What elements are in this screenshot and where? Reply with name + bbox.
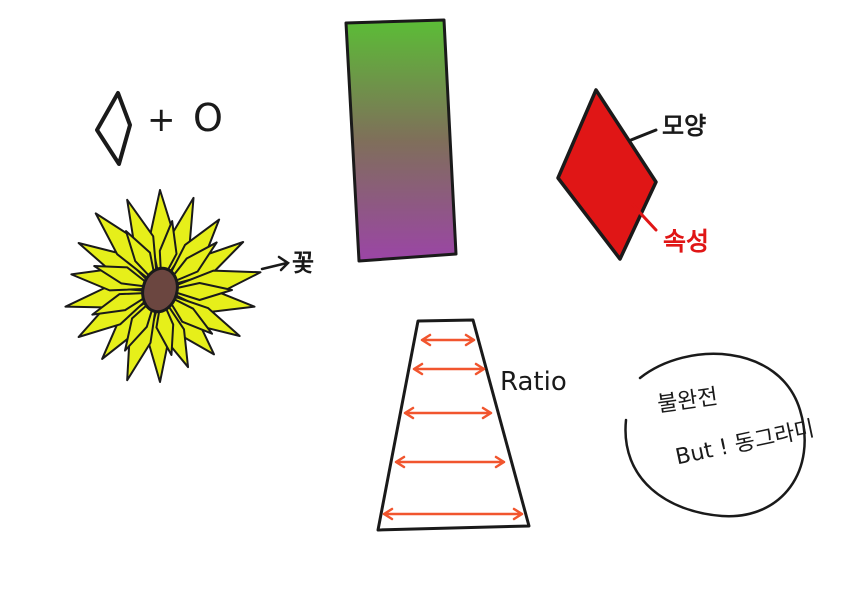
ratio-arrow [394,455,506,469]
flower-petal [167,282,233,301]
flower-center [141,266,179,314]
flower-petal [93,265,154,289]
gradient-rectangle [344,18,458,263]
flower-petal [158,220,178,284]
ratio-arrow [403,406,493,420]
circle-outline [624,352,806,518]
flower-label: 꽃 [292,249,315,277]
ratio-label: Ratio [500,367,567,397]
flower-petal [124,295,157,352]
ratio-arrow [420,333,476,347]
flower-petal [91,291,154,316]
plus-sign: + [147,100,176,140]
flower-petal [125,230,157,285]
ratio-arrows [382,333,524,521]
shape-pointer-line [629,128,658,142]
ratio-arrow [412,362,486,376]
flower-petal [165,294,214,335]
attribute-pointer-line [628,200,658,232]
outline-diamond [95,91,132,166]
trapezoid [376,318,531,532]
flower-petals [64,189,262,383]
attribute-label: 속성 [663,227,710,256]
red-diamond [556,88,658,261]
circle-letter: O [193,96,223,140]
flower-petal [165,241,218,286]
shape-label: 모양 [662,112,707,140]
ratio-arrow [382,507,524,521]
flower-arrow [260,255,290,272]
